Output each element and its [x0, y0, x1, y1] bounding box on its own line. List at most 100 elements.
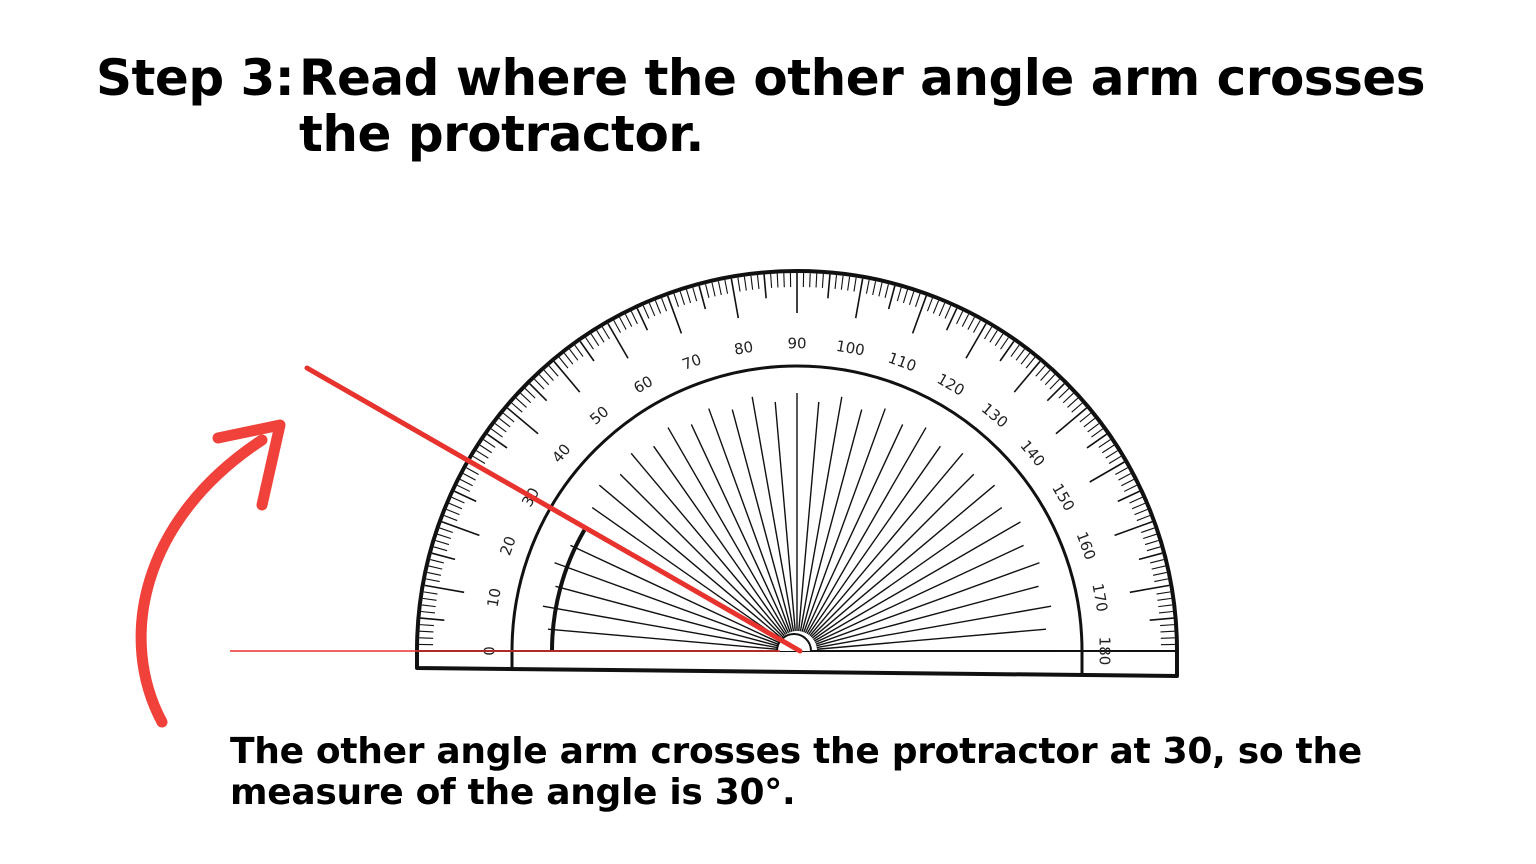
degree-tick	[1062, 392, 1074, 404]
protractor-spoke	[816, 585, 1039, 647]
protractor-spoke	[809, 452, 964, 637]
degree-tick	[472, 455, 486, 464]
degree-tick	[479, 444, 493, 454]
degree-tick	[1015, 348, 1025, 361]
caption-line-1: The other angle arm crosses the protract…	[230, 731, 1362, 772]
protractor-spoke	[816, 628, 1047, 650]
degree-label: 100	[835, 337, 866, 360]
degree-tick	[679, 291, 686, 305]
degree-label: 170	[1088, 582, 1111, 613]
degree-tick	[1105, 450, 1118, 459]
degree-tick	[926, 297, 933, 312]
degree-tick	[1123, 484, 1137, 492]
protractor: 0102030405060708090100110120130140150160…	[415, 269, 1179, 678]
degree-tick	[636, 308, 649, 331]
degree-tick	[914, 293, 921, 308]
degree-tick	[1020, 352, 1031, 365]
degree-tick	[419, 630, 434, 633]
degree-tick	[543, 369, 554, 381]
degree-tick	[437, 533, 451, 540]
degree-tick	[743, 276, 747, 291]
degree-tick	[1087, 423, 1100, 433]
degree-tick	[770, 273, 773, 288]
degree-tick	[494, 423, 507, 433]
degree-tick	[601, 326, 610, 340]
protractor-spoke	[630, 452, 785, 637]
degree-tick	[1055, 407, 1088, 435]
degree-tick	[428, 565, 443, 570]
degree-tick	[1000, 337, 1009, 350]
degree-tick	[421, 610, 436, 614]
protractor-spoke	[807, 445, 941, 636]
protractor-spoke	[813, 521, 1021, 642]
degree-tick	[685, 289, 692, 304]
degree-tick	[563, 352, 574, 365]
degree-tick	[984, 326, 993, 340]
degree-tick	[538, 374, 550, 386]
degree-tick	[451, 496, 465, 504]
degree-tick	[938, 302, 946, 317]
degree-tick	[529, 383, 548, 402]
protractor-spoke	[812, 507, 1003, 641]
degree-tick	[887, 285, 896, 310]
degree-tick	[619, 316, 627, 330]
degree-tick	[999, 340, 1015, 362]
degree-tick	[431, 552, 456, 561]
degree-tick	[425, 578, 440, 583]
degree-tick	[448, 502, 463, 510]
degree-tick	[483, 439, 496, 448]
degree-tick	[1058, 388, 1070, 399]
protractor-spoke	[570, 544, 780, 644]
degree-tick	[1049, 378, 1060, 390]
degree-tick	[1136, 515, 1151, 522]
degree-tick	[956, 311, 964, 325]
degree-tick	[553, 360, 581, 393]
degree-tick	[1010, 344, 1020, 357]
degree-tick	[1101, 444, 1115, 454]
degree-tick	[1158, 604, 1173, 608]
degree-tick	[1138, 552, 1163, 561]
protractor-spoke	[803, 408, 886, 633]
degree-tick	[1131, 502, 1146, 510]
measured-angle-arm	[304, 365, 803, 654]
degree-tick	[661, 297, 668, 312]
degree-tick	[854, 278, 864, 319]
degree-tick	[1044, 374, 1056, 386]
degree-tick	[585, 337, 594, 350]
degree-tick	[596, 330, 605, 343]
degree-tick	[1108, 455, 1122, 464]
degree-label: 10	[484, 587, 505, 609]
degree-tick	[878, 282, 883, 297]
degree-tick	[419, 624, 434, 627]
protractor-spoke	[591, 507, 782, 641]
degree-tick	[1160, 630, 1175, 633]
degree-tick	[486, 433, 508, 449]
degree-tick	[1143, 533, 1157, 540]
degree-tick	[1152, 571, 1167, 576]
degree-tick	[666, 295, 683, 334]
degree-label: 80	[733, 338, 755, 359]
degree-tick	[1158, 610, 1173, 614]
degree-tick	[613, 320, 622, 333]
degree-tick	[1156, 591, 1171, 595]
protractor-spoke	[751, 396, 795, 632]
protractor-spoke	[811, 484, 996, 639]
degree-tick	[840, 275, 844, 290]
degree-tick	[847, 276, 851, 291]
degree-tick	[724, 279, 729, 294]
degree-tick	[630, 311, 638, 325]
degree-tick	[1013, 360, 1041, 393]
degree-tick	[989, 330, 998, 343]
degree-tick	[506, 407, 539, 435]
degree-tick	[515, 397, 527, 408]
degree-tick	[1121, 478, 1135, 487]
degree-tick	[673, 293, 680, 308]
protractor-spoke	[806, 427, 927, 635]
degree-label: 70	[680, 350, 704, 373]
protractor-spoke	[653, 445, 787, 636]
degree-tick	[490, 428, 503, 438]
degree-tick	[1146, 546, 1161, 552]
degree-tick	[439, 527, 454, 534]
degree-tick	[1149, 617, 1174, 621]
